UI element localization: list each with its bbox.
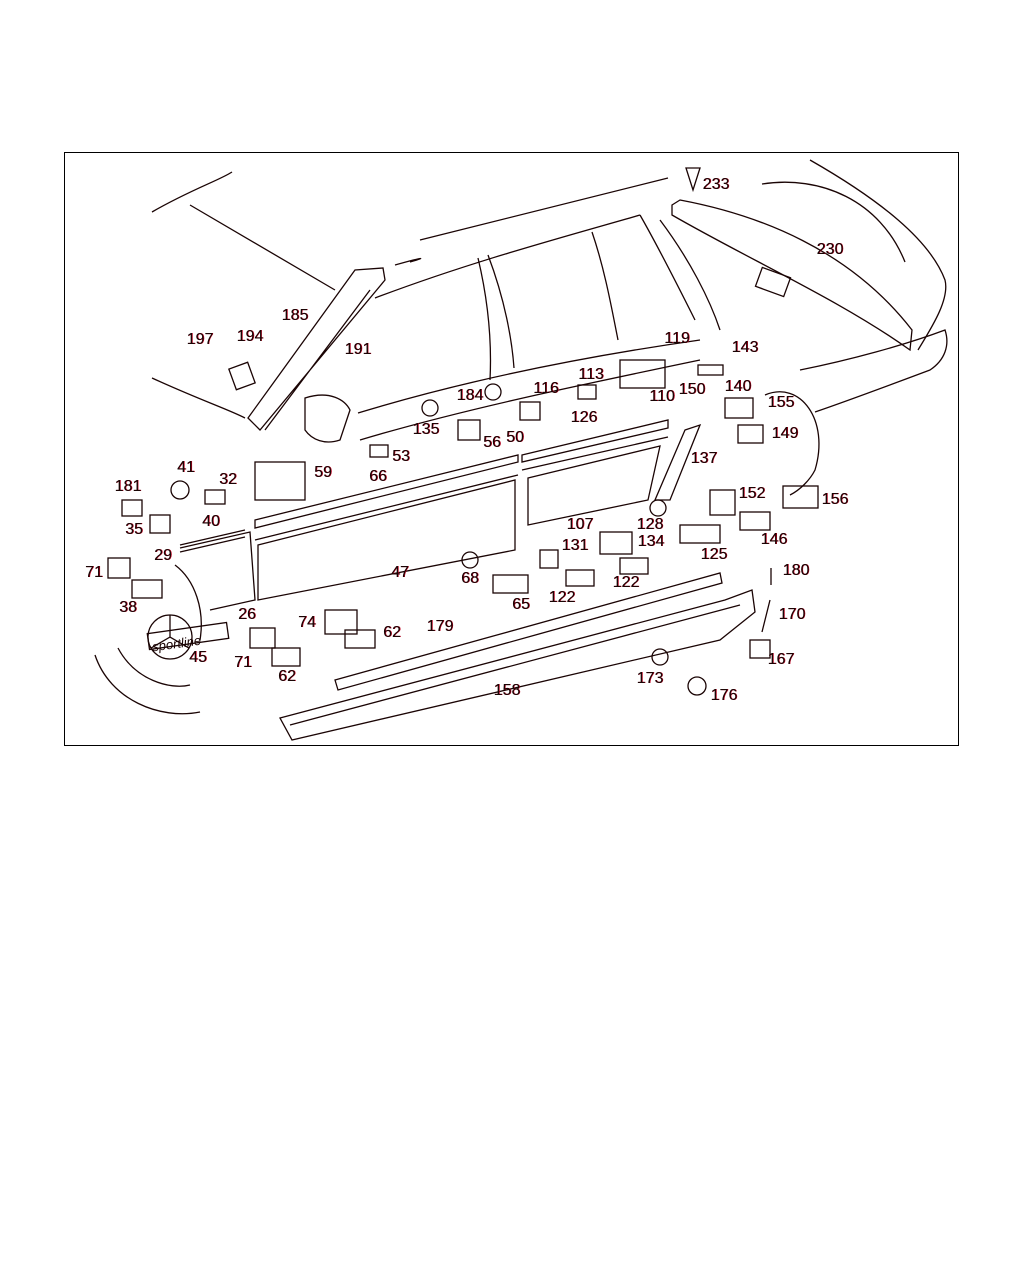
callout-number: 191 (344, 341, 372, 358)
a-pillar-trim (247, 267, 386, 431)
callout-number: 35 (125, 521, 143, 538)
callout-number: 140 (724, 378, 752, 395)
callout-number: 156 (821, 491, 849, 508)
callout-number: 181 (114, 478, 142, 495)
belt-line (357, 339, 701, 441)
callout-number: 45 (189, 649, 207, 666)
sportline-badge (146, 621, 230, 651)
callout-number: 150 (678, 381, 706, 398)
tailgate-trim (671, 199, 913, 352)
callout-number: 173 (636, 670, 664, 687)
strip-40 (179, 529, 246, 553)
rear-bumper (799, 329, 948, 413)
callout-number: 184 (456, 387, 484, 404)
callout-number: 107 (566, 516, 594, 533)
c-pillar-trim-137 (654, 423, 702, 501)
callout-number: 119 (664, 330, 690, 347)
callout-number: 155 (767, 394, 795, 411)
sill-strip (334, 572, 723, 691)
callout-number: 126 (570, 409, 598, 426)
callout-number: 146 (760, 531, 788, 548)
windshield-line (151, 171, 336, 419)
callout-number: 116 (533, 380, 559, 397)
callout-number: 29 (154, 547, 172, 564)
roof-line (374, 177, 669, 299)
callout-number: 53 (392, 448, 410, 465)
lower-moulding-47 (257, 479, 516, 601)
callout-number: 135 (412, 421, 440, 438)
callout-number: 65 (512, 596, 530, 613)
callout-number: 167 (767, 651, 795, 668)
front-moulding-29 (174, 531, 256, 641)
callout-number: 110 (649, 388, 675, 405)
callout-number: 194 (236, 328, 264, 345)
mirror (304, 394, 351, 443)
callout-number: 40 (202, 513, 220, 530)
callout-number: 170 (778, 606, 806, 623)
callout-number: 122 (548, 589, 576, 606)
callout-number: 179 (426, 618, 454, 635)
rear-wheel-arch (764, 391, 820, 496)
callout-number: 180 (782, 562, 810, 579)
callout-number: 158 (493, 682, 521, 699)
callout-number: 26 (238, 606, 256, 623)
callout-number: 62 (278, 668, 296, 685)
callout-number: 152 (738, 485, 766, 502)
callout-number: 122 (612, 574, 640, 591)
callout-number: 197 (186, 331, 214, 348)
callout-number: 62 (383, 624, 401, 641)
callout-number: 71 (85, 564, 103, 581)
window-pillars (477, 214, 721, 381)
callout-number: 149 (771, 425, 799, 442)
callout-number: 176 (710, 687, 738, 704)
callout-number: 134 (637, 533, 665, 550)
callout-number: 71 (234, 654, 252, 671)
callout-number: 66 (369, 468, 387, 485)
callout-number: 185 (281, 307, 309, 324)
sill-158 (279, 589, 756, 741)
callout-number: 32 (219, 471, 237, 488)
callout-number: 38 (119, 599, 137, 616)
upper-moulding (254, 419, 669, 541)
callout-number: 233 (702, 176, 730, 193)
callout-number: 125 (700, 546, 728, 563)
callout-number: 56 (483, 434, 501, 451)
callout-number: 113 (578, 366, 604, 383)
callout-number: 41 (177, 459, 195, 476)
callout-number: 47 (391, 564, 409, 581)
rear-roof (761, 159, 947, 351)
mercedes-star-lines (150, 615, 190, 649)
callout-number: 143 (731, 339, 759, 356)
callout-number: 74 (298, 614, 316, 631)
callout-number: 68 (461, 570, 479, 587)
callout-number: 131 (561, 537, 589, 554)
callout-number: 230 (816, 241, 844, 258)
diagram-frame (64, 152, 959, 746)
callout-number: 59 (314, 464, 332, 481)
clips-and-fasteners (107, 167, 819, 696)
callout-number: 128 (636, 516, 664, 533)
lower-moulding-rear (527, 445, 661, 526)
front-wheel-arch (94, 647, 201, 715)
callout-number: 50 (506, 429, 524, 446)
callout-number: 137 (690, 450, 718, 467)
tailgate-clip (754, 266, 792, 298)
